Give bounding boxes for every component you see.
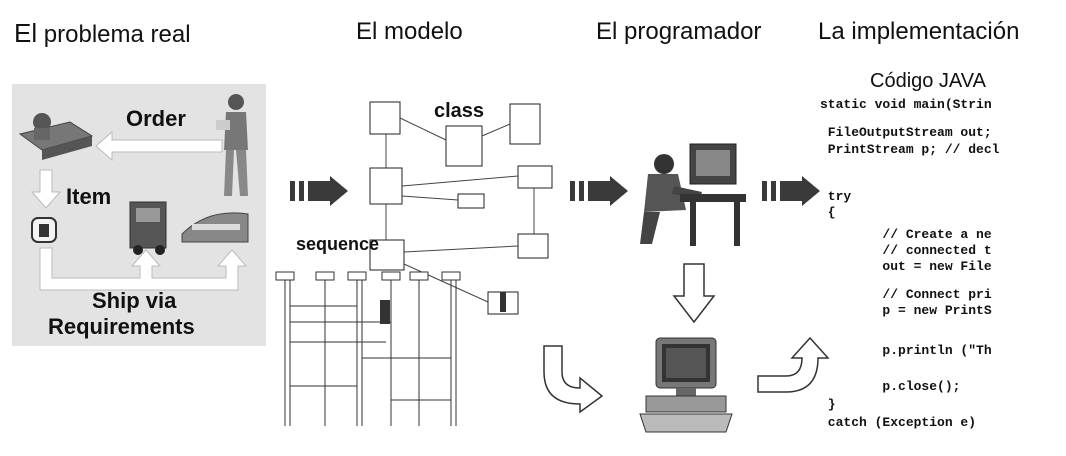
code-line: try [820, 189, 852, 204]
code-line: // connected t [820, 243, 992, 258]
order-arrow [95, 130, 223, 162]
item-label: Item [66, 184, 112, 209]
arrow-model-to-programmer [570, 176, 628, 206]
header-problem-prefix: El [14, 18, 38, 48]
down-outline-arrow [672, 263, 716, 324]
phone-icon [31, 217, 57, 243]
arrow-programmer-to-implementation [762, 176, 820, 206]
code-line: static void main(Strin [820, 97, 992, 112]
code-line: } [820, 397, 836, 412]
code-line: catch (Exception e) [820, 415, 977, 430]
problem-panel: Order Item Ship via Requirements [12, 84, 266, 346]
problem-illustration [18, 94, 249, 291]
header-problem-text: problema real [43, 21, 191, 48]
uml-diagram [275, 101, 553, 426]
order-label: Order [126, 106, 186, 131]
header-programmer: El programador [596, 18, 762, 45]
arrow-problem-to-model [290, 176, 348, 206]
code-line: PrintStream p; // decl [820, 142, 1000, 157]
code-line: { [820, 205, 836, 220]
code-block: static void main(Strin FileOutputStream … [820, 96, 1066, 446]
code-title: Código JAVA [870, 70, 986, 92]
ship-via-label: Ship via [92, 288, 177, 313]
curved-arrow-to-code [757, 336, 830, 393]
down-arrow [30, 169, 62, 209]
code-line: // Connect pri [820, 287, 992, 302]
code-line: p = new PrintS [820, 303, 992, 318]
header-model: El modelo [356, 18, 463, 45]
sequence-label: sequence [296, 234, 380, 254]
class-label: class [434, 100, 485, 122]
person-icon [216, 94, 248, 196]
header-problem: El problema real [14, 18, 191, 49]
curved-arrow-to-computer [543, 345, 604, 414]
computer-icon [639, 337, 733, 433]
code-line: // Create a ne [820, 227, 992, 242]
header-implementation: La implementación [818, 18, 1020, 45]
code-line: p.println ("Th [820, 343, 992, 358]
code-line: out = new File [820, 259, 992, 274]
workstation-icon [18, 113, 94, 160]
requirements-label: Requirements [48, 314, 195, 339]
truck-icon [129, 201, 167, 255]
ship-path [39, 247, 248, 291]
code-line: p.close(); [820, 379, 961, 394]
code-line: FileOutputStream out; [820, 125, 992, 140]
programmer-illustration [640, 143, 746, 246]
train-icon [181, 212, 249, 243]
